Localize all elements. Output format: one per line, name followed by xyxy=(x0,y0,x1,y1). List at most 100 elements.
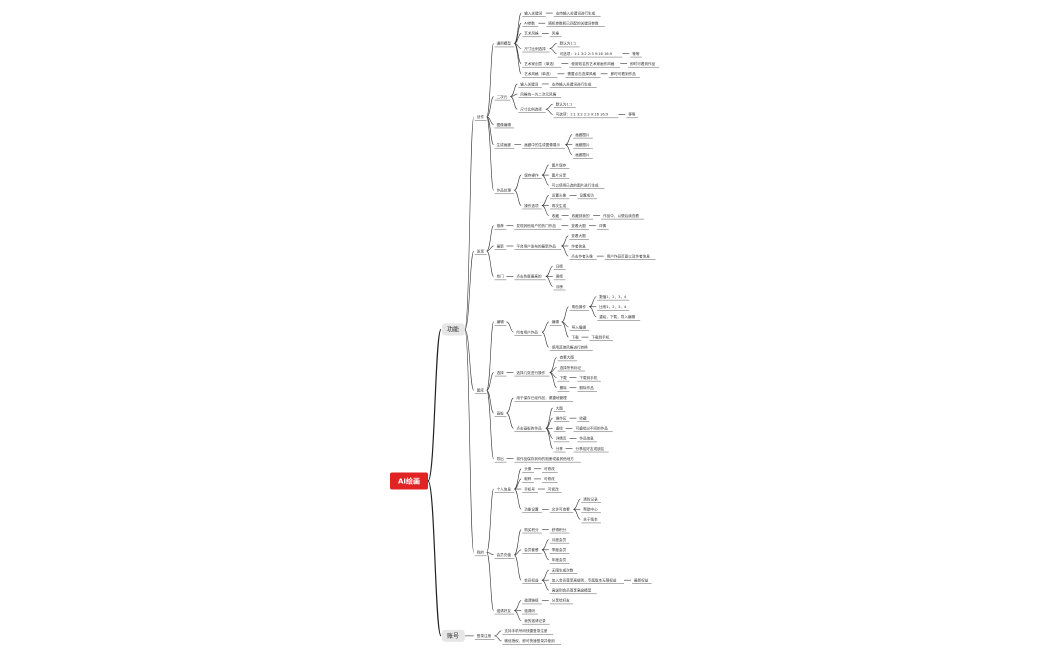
topic-node[interactable] xyxy=(494,186,515,194)
topic-node[interactable] xyxy=(569,303,590,311)
topic-node[interactable] xyxy=(553,414,570,422)
topic-node[interactable] xyxy=(522,607,538,615)
topic-node[interactable] xyxy=(628,60,660,68)
topic-node[interactable] xyxy=(569,222,589,230)
topic-node[interactable] xyxy=(553,434,570,442)
topic-node[interactable] xyxy=(549,80,597,88)
topic-node[interactable] xyxy=(577,191,597,199)
topic-node[interactable] xyxy=(553,262,566,270)
topic-node[interactable] xyxy=(549,526,570,534)
topic-node[interactable] xyxy=(522,141,566,149)
topic-node[interactable] xyxy=(549,191,570,199)
topic-node[interactable] xyxy=(596,222,609,230)
topic-node[interactable] xyxy=(557,364,585,372)
topic-node[interactable] xyxy=(514,369,550,377)
topic-node[interactable] xyxy=(549,212,562,220)
topic-node[interactable] xyxy=(494,551,515,559)
topic-node[interactable] xyxy=(569,60,621,68)
topic-node[interactable] xyxy=(597,313,641,321)
topic-node[interactable] xyxy=(577,434,597,442)
topic-node[interactable] xyxy=(522,546,542,554)
topic-node[interactable] xyxy=(549,536,570,544)
topic-node[interactable] xyxy=(522,526,542,534)
topic-node[interactable] xyxy=(494,120,515,128)
topic-node[interactable] xyxy=(502,637,561,645)
topic-node[interactable] xyxy=(494,93,511,101)
topic-node[interactable] xyxy=(573,424,613,432)
topic-node[interactable] xyxy=(494,455,507,463)
topic-node[interactable] xyxy=(514,455,581,463)
topic-node[interactable] xyxy=(581,495,601,503)
topic-node[interactable] xyxy=(494,607,515,615)
topic-node[interactable] xyxy=(577,384,597,392)
topic-node[interactable] xyxy=(549,343,593,351)
topic-node[interactable] xyxy=(522,29,542,37)
topic-node[interactable] xyxy=(502,627,554,635)
topic-node[interactable] xyxy=(514,242,562,250)
topic-node[interactable] xyxy=(569,212,594,220)
topic-node[interactable] xyxy=(514,328,542,336)
topic-node[interactable] xyxy=(569,252,597,260)
topic-node[interactable] xyxy=(630,50,643,58)
topic-node[interactable] xyxy=(522,505,542,513)
topic-node[interactable] xyxy=(569,333,582,341)
topic-node[interactable] xyxy=(494,369,507,377)
topic-node[interactable] xyxy=(522,171,542,179)
topic-node[interactable] xyxy=(518,90,562,98)
topic-node[interactable] xyxy=(549,171,570,179)
topic-node[interactable] xyxy=(542,465,558,473)
topic-node[interactable] xyxy=(557,374,570,382)
topic-node[interactable] xyxy=(573,445,609,453)
topic-node[interactable] xyxy=(553,110,619,118)
topic-node[interactable] xyxy=(522,576,542,584)
topic-node[interactable] xyxy=(522,485,538,493)
topic-node[interactable] xyxy=(569,323,590,331)
topic-node[interactable] xyxy=(553,424,566,432)
topic-node[interactable] xyxy=(494,141,515,149)
topic-node[interactable] xyxy=(474,247,487,255)
topic-node[interactable] xyxy=(608,70,640,78)
topic-node[interactable] xyxy=(474,548,487,556)
topic-node[interactable] xyxy=(553,404,566,412)
topic-node[interactable] xyxy=(569,242,589,250)
topic-node[interactable] xyxy=(557,50,623,58)
topic-node[interactable] xyxy=(522,45,550,53)
topic-node[interactable] xyxy=(549,505,574,513)
topic-node[interactable] xyxy=(522,19,539,27)
topic-node[interactable] xyxy=(557,39,580,47)
topic-node[interactable] xyxy=(474,113,487,121)
topic-node[interactable] xyxy=(549,576,624,584)
topic-node[interactable] xyxy=(522,617,550,625)
topic-node[interactable] xyxy=(494,222,507,230)
topic-node[interactable] xyxy=(573,131,593,139)
topic-node[interactable] xyxy=(514,394,573,402)
topic-node[interactable] xyxy=(522,465,534,473)
topic-node[interactable] xyxy=(549,546,570,554)
topic-node[interactable] xyxy=(597,303,630,311)
topic-node[interactable] xyxy=(553,9,601,17)
topic-node[interactable] xyxy=(494,409,507,417)
topic-node[interactable] xyxy=(589,333,613,341)
topic-node[interactable] xyxy=(546,19,605,27)
branch-node[interactable] xyxy=(442,323,465,336)
topic-node[interactable] xyxy=(549,318,562,326)
topic-node[interactable] xyxy=(553,272,566,280)
topic-node[interactable] xyxy=(604,252,656,260)
topic-node[interactable] xyxy=(553,445,566,453)
topic-node[interactable] xyxy=(522,60,562,68)
topic-node[interactable] xyxy=(522,201,542,209)
topic-node[interactable] xyxy=(549,596,574,604)
topic-node[interactable] xyxy=(549,181,605,189)
topic-node[interactable] xyxy=(494,272,507,280)
topic-node[interactable] xyxy=(518,80,542,88)
topic-node[interactable] xyxy=(514,222,562,230)
topic-node[interactable] xyxy=(522,596,542,604)
topic-node[interactable] xyxy=(514,272,546,280)
topic-node[interactable] xyxy=(581,515,601,523)
topic-node[interactable] xyxy=(514,424,546,432)
topic-node[interactable] xyxy=(522,475,534,483)
topic-node[interactable] xyxy=(573,151,593,159)
branch-node[interactable] xyxy=(442,629,465,642)
topic-node[interactable] xyxy=(581,505,601,513)
topic-node[interactable] xyxy=(474,632,495,640)
